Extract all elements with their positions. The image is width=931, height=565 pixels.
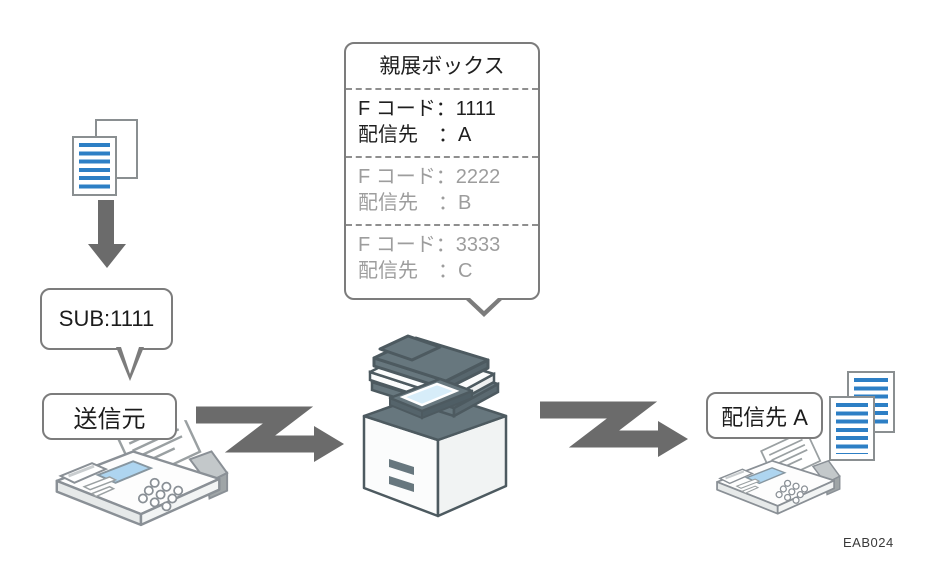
box-entry-1: F コード：1111 配信先 ：A bbox=[346, 88, 538, 156]
multifunction-printer-icon bbox=[362, 334, 508, 518]
dest-2: 配信先 ：B bbox=[358, 192, 472, 214]
adf-tray bbox=[378, 334, 442, 362]
receiver-label-text: 配信先 A bbox=[721, 404, 808, 430]
box-entry-2: F コード：2222 配信先 ：B bbox=[346, 156, 538, 224]
zigzag-transmission-arrow-icon bbox=[540, 401, 688, 457]
confidential-box-title: 親展ボックス bbox=[379, 55, 505, 78]
drawer-handle bbox=[389, 476, 414, 492]
document-page-front bbox=[72, 136, 117, 196]
touch-screen bbox=[399, 382, 460, 407]
dest-1: 配信先 ：A bbox=[358, 124, 472, 146]
box-entry-3: F コード：3333 配信先 ：C bbox=[346, 224, 538, 292]
sender-label: 送信元 bbox=[42, 393, 177, 440]
sub-code-text: SUB:1111 bbox=[58, 306, 155, 331]
dest-3: 配信先 ：C bbox=[358, 260, 473, 282]
drawer-handle bbox=[389, 459, 414, 475]
receiver-label: 配信先 A bbox=[706, 392, 823, 439]
fcode-2: F コード：2222 bbox=[358, 166, 501, 188]
fcode-3: F コード：3333 bbox=[358, 234, 501, 256]
received-page-front bbox=[829, 396, 875, 461]
sub-code-bubble: SUB:1111 bbox=[40, 288, 173, 381]
down-arrow-icon bbox=[88, 200, 126, 268]
fcode-1: F コード：1111 bbox=[358, 98, 496, 120]
figure-id-label: EAB024 bbox=[843, 535, 894, 550]
sender-label-text: 送信元 bbox=[73, 406, 146, 433]
document-text-lines bbox=[79, 143, 110, 189]
confidential-box-callout: 親展ボックス F コード：1111 配信先 ：A F コード：2222 配信先 … bbox=[344, 42, 540, 317]
document-text-lines bbox=[836, 403, 868, 454]
zigzag-transmission-arrow-icon bbox=[196, 406, 344, 462]
fax-machine-icon bbox=[710, 438, 844, 516]
